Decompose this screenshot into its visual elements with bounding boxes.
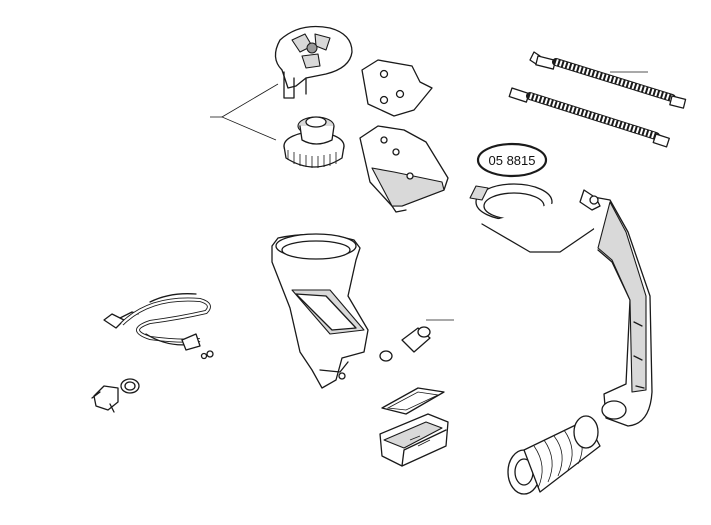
- hopper-icon[interactable]: [379, 413, 449, 467]
- hose-icon[interactable]: [529, 51, 687, 109]
- mounting-plate-icon[interactable]: [361, 59, 433, 117]
- sensor-icon[interactable]: [91, 378, 140, 413]
- filter-cap-icon[interactable]: [283, 116, 345, 168]
- hose-icon[interactable]: [508, 87, 670, 148]
- drain-channel-icon[interactable]: [359, 125, 449, 213]
- bellows-icon[interactable]: [507, 415, 601, 495]
- drain-duct-icon[interactable]: [271, 233, 369, 389]
- nozzle-icon[interactable]: [379, 319, 454, 362]
- part-number-label: 05 8815: [489, 153, 536, 168]
- leader-lines: [210, 83, 279, 141]
- lid-icon[interactable]: [381, 387, 445, 415]
- drain-hose-elbow[interactable]: [469, 183, 653, 427]
- part-number-badge: 05 8815: [476, 142, 548, 178]
- heating-element-icon[interactable]: [103, 293, 214, 360]
- filter-housing-icon[interactable]: [274, 25, 353, 99]
